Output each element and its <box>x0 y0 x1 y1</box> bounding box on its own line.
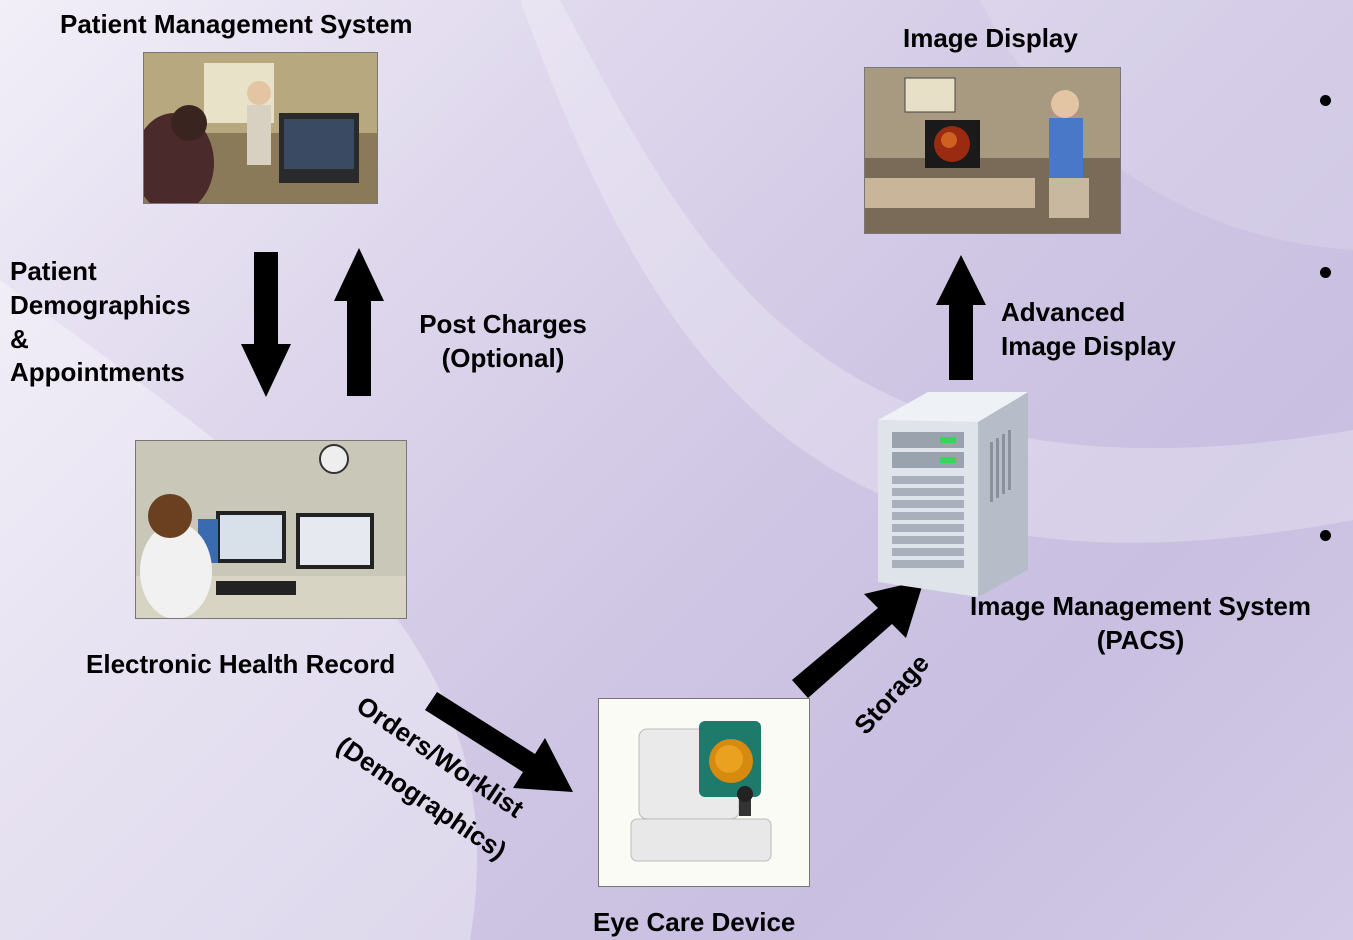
arrow-up-advanced <box>936 255 986 380</box>
bullet-dot-2 <box>1320 267 1331 278</box>
ehr-label: Electronic Health Record <box>86 649 396 679</box>
device-label: Eye Care Device <box>593 907 796 937</box>
charges-flow-label: Post Charges (Optional) <box>398 308 608 376</box>
bullet-dot-1 <box>1320 95 1331 106</box>
pacs-line1: Image Management System <box>969 591 1311 621</box>
bullet-dot-3 <box>1320 530 1331 541</box>
advanced-flow-label: Advanced Image Display <box>1001 296 1176 364</box>
arrow-up-charges <box>334 248 384 396</box>
advanced-line2: Image Display <box>1001 330 1176 361</box>
advanced-line1: Advanced <box>1001 297 1126 327</box>
demographics-line4: Appointments <box>10 357 185 388</box>
demographics-line3: & <box>10 323 29 354</box>
display-label: Image Display <box>903 23 1078 53</box>
demographics-line2: Demographics <box>10 289 191 320</box>
ehr-photo <box>135 440 407 619</box>
demographics-line1: Patient <box>10 256 97 286</box>
charges-line1: Post Charges <box>419 309 587 339</box>
pacs-server-icon <box>878 392 1028 597</box>
pacs-label: Image Management System (PACS) <box>928 590 1353 658</box>
pacs-line2: (PACS) <box>1096 624 1185 655</box>
arrow-storage <box>792 580 924 698</box>
arrow-down-demographics <box>241 252 291 397</box>
display-photo <box>864 67 1121 234</box>
pms-label: Patient Management System <box>60 9 413 39</box>
arrow-orders <box>425 692 573 792</box>
pms-photo <box>143 52 378 204</box>
device-photo <box>598 698 810 887</box>
charges-line2: (Optional) <box>441 342 565 373</box>
demographics-flow-label: Patient Demographics & Appointments <box>10 255 191 390</box>
